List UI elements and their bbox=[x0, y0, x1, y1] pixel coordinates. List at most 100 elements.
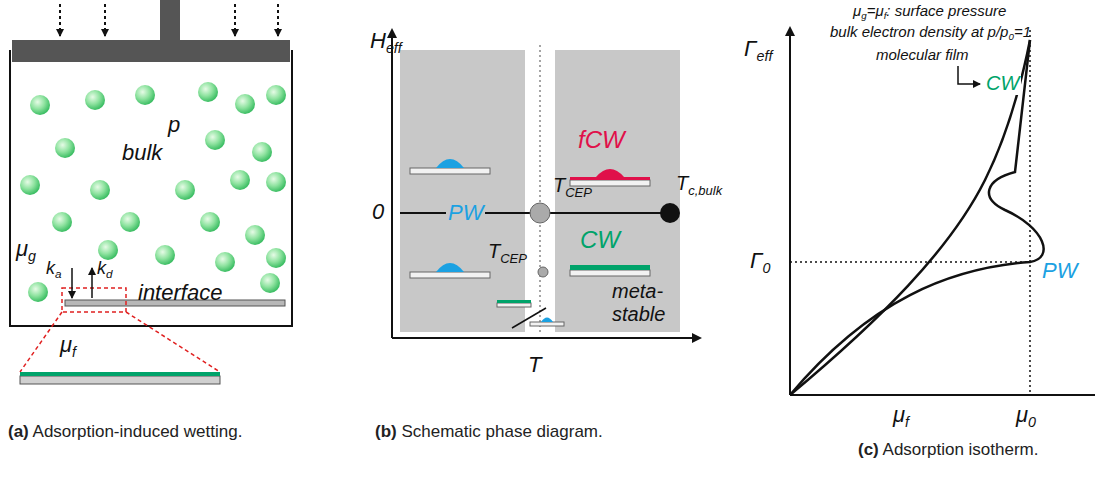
label-text: μ bbox=[853, 2, 861, 19]
axis-tick: Γ0 bbox=[750, 248, 771, 276]
gas-molecule bbox=[30, 95, 50, 115]
critical-point-label: Tc,bulk bbox=[676, 172, 722, 198]
label-text: H bbox=[370, 28, 386, 53]
metastable-label: meta-stable bbox=[612, 280, 674, 326]
label-text: T bbox=[676, 172, 688, 194]
caption-text: Adsorption isotherm. bbox=[883, 440, 1039, 459]
chemical-potential: μf bbox=[60, 332, 76, 360]
axis-label: Heff bbox=[370, 28, 402, 56]
chemical-potential: μg bbox=[16, 236, 36, 264]
label-text: μ bbox=[893, 402, 905, 427]
label-text: =1 bbox=[1014, 23, 1031, 40]
gas-molecule bbox=[55, 138, 75, 158]
subscript: d bbox=[106, 267, 113, 280]
annotation: bulk electron density at p/p0=1 bbox=[830, 23, 1031, 43]
gas-molecule bbox=[85, 90, 105, 110]
gas-molecule bbox=[52, 212, 72, 232]
subscript: g bbox=[861, 10, 866, 21]
gas-molecule bbox=[230, 170, 250, 190]
gas-molecule bbox=[260, 273, 280, 293]
gas-molecule bbox=[200, 212, 220, 232]
label-text: CW bbox=[986, 72, 1019, 94]
phase-label: PW bbox=[1042, 258, 1077, 283]
gas-molecule bbox=[215, 252, 235, 272]
interface-label: interface bbox=[138, 280, 222, 305]
rate-label: ka bbox=[46, 258, 62, 281]
label-text: T bbox=[528, 352, 541, 377]
gas-molecule bbox=[90, 180, 110, 200]
caption-text: Adsorption-induced wetting. bbox=[33, 422, 243, 441]
gas-molecule bbox=[155, 245, 175, 265]
label-text: Γ bbox=[744, 36, 757, 61]
label-text: : surface pressure bbox=[886, 2, 1006, 19]
caption-text: (a) bbox=[8, 422, 29, 441]
subscript: f bbox=[72, 344, 76, 360]
panel-caption: (a) Adsorption-induced wetting. bbox=[8, 422, 293, 442]
caption-text: Schematic phase diagram. bbox=[401, 422, 602, 441]
gas-molecule bbox=[245, 225, 265, 245]
label-text: T bbox=[553, 174, 565, 196]
label-text: 0 bbox=[372, 199, 384, 224]
label-text: Γ bbox=[750, 248, 763, 273]
subscript: CEP bbox=[565, 185, 592, 200]
gas-molecule bbox=[135, 85, 155, 105]
label-text: μ bbox=[16, 236, 28, 261]
subscript: f bbox=[905, 414, 909, 430]
gas-molecule bbox=[266, 172, 286, 192]
axis-label: T bbox=[528, 352, 541, 377]
label-text: T bbox=[488, 240, 500, 262]
subscript: f bbox=[884, 10, 887, 21]
gas-molecule bbox=[266, 85, 286, 105]
label-text: interface bbox=[138, 280, 222, 305]
panel-caption: (c) Adsorption isotherm. bbox=[858, 440, 1098, 460]
bulk-label: bulk bbox=[122, 140, 162, 165]
label-text: μ bbox=[1016, 402, 1028, 427]
label-text: bulk bbox=[122, 140, 162, 165]
phase-label: fCW bbox=[578, 126, 625, 154]
label-text: k bbox=[46, 258, 55, 278]
subscript: g bbox=[28, 248, 36, 264]
critical-point-label: TCEP bbox=[553, 174, 592, 200]
subscript: CEP bbox=[500, 251, 527, 266]
label-text: k bbox=[97, 258, 106, 278]
caption-text: (c) bbox=[858, 440, 879, 459]
axis-tick: 0 bbox=[372, 199, 384, 224]
label-text: meta-stable bbox=[612, 280, 665, 325]
caption-text: (b) bbox=[375, 422, 397, 441]
gas-molecule bbox=[28, 282, 48, 302]
subscript: eff bbox=[757, 48, 773, 64]
annotation: μg=μf: surface pressure bbox=[853, 2, 1006, 22]
phase-label: CW bbox=[984, 72, 1021, 95]
gas-molecule bbox=[120, 212, 140, 232]
subscript: 0 bbox=[1008, 31, 1013, 42]
panel-caption: (b) Schematic phase diagram. bbox=[375, 422, 660, 442]
gas-molecule bbox=[252, 142, 272, 162]
subscript: c,bulk bbox=[688, 183, 722, 198]
label-text: p bbox=[168, 112, 180, 137]
pressure-label: p bbox=[168, 112, 180, 137]
axis-label: Γeff bbox=[744, 36, 772, 64]
annotation: molecular film bbox=[876, 46, 969, 63]
label-text: μ bbox=[60, 332, 72, 357]
gas-molecule bbox=[175, 180, 195, 200]
subscript: eff bbox=[386, 40, 402, 56]
subscript: 0 bbox=[1028, 414, 1036, 430]
subscript: a bbox=[55, 267, 62, 280]
axis-tick: μf bbox=[893, 402, 909, 430]
gas-molecule bbox=[20, 175, 40, 195]
label-text: bulk electron density at p/p bbox=[830, 23, 1008, 40]
label-text: =μ bbox=[867, 2, 884, 19]
gas-molecule bbox=[266, 248, 286, 268]
rate-label: kd bbox=[97, 258, 113, 281]
label-text: fCW bbox=[578, 126, 625, 153]
axis-tick: μ0 bbox=[1016, 402, 1036, 430]
phase-label: PW bbox=[446, 200, 485, 225]
label-text: molecular film bbox=[876, 46, 969, 63]
label-text: PW bbox=[1042, 258, 1077, 283]
label-text: PW bbox=[448, 200, 483, 225]
gas-molecule bbox=[235, 94, 255, 114]
gas-molecule bbox=[198, 82, 218, 102]
subscript: 0 bbox=[763, 260, 771, 276]
